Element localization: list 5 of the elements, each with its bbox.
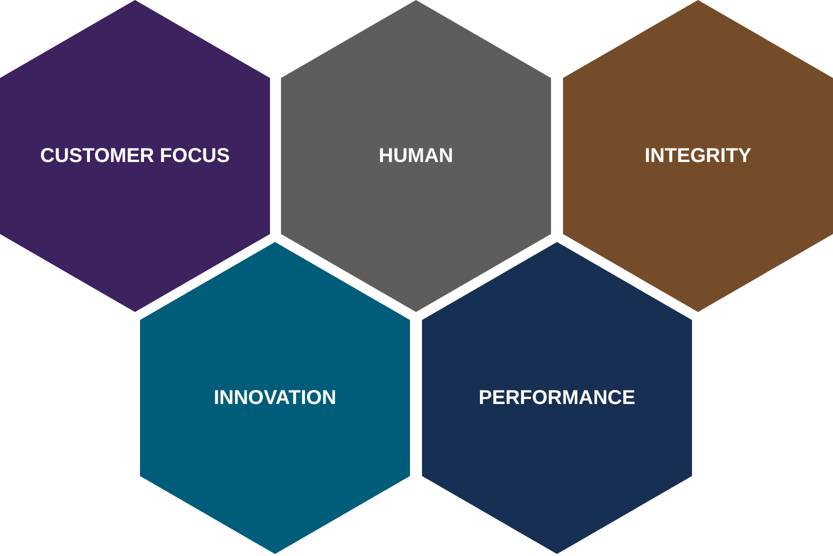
- hexagon-label: HUMAN: [378, 144, 454, 168]
- hexagon-label: CUSTOMER FOCUS: [39, 144, 231, 168]
- hexagon-label: INTEGRITY: [644, 144, 752, 168]
- hexagon-label: PERFORMANCE: [478, 386, 636, 410]
- hexagon-label: INNOVATION: [212, 386, 338, 410]
